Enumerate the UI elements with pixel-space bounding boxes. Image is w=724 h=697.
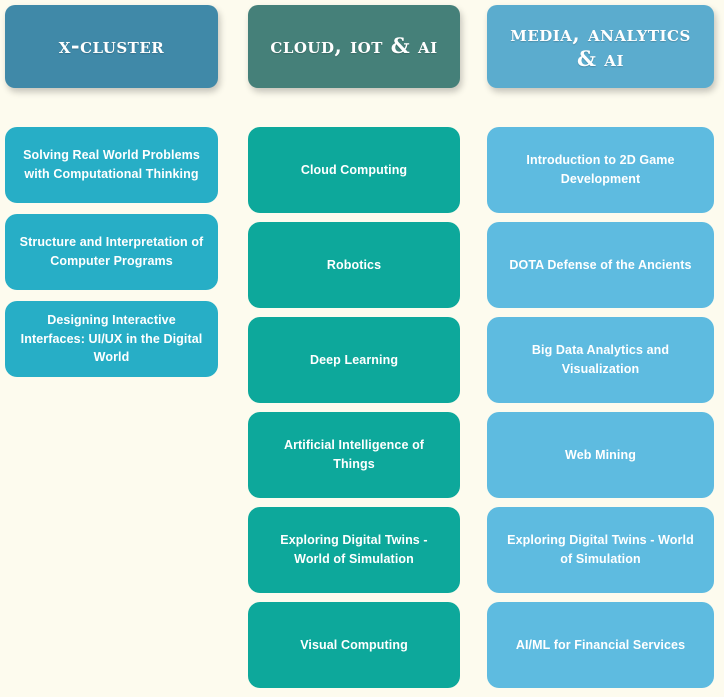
course-card[interactable]: Robotics — [248, 222, 460, 308]
course-card-label: Deep Learning — [309, 352, 399, 367]
course-card[interactable]: Artificial Intelligence of Things — [248, 412, 460, 498]
cluster-column-media-analytics-ai: Media, Analytics & AI Introduction to 2D… — [487, 5, 714, 697]
cluster-column-x-cluster: X-Cluster Solving Real World Problems wi… — [5, 5, 218, 388]
column-header-media-analytics-ai[interactable]: Media, Analytics & AI — [487, 5, 714, 88]
course-card-label: Designing Interactive Interfaces: UI/UX … — [20, 312, 203, 365]
course-card[interactable]: Visual Computing — [248, 602, 460, 688]
cluster-board: X-Cluster Solving Real World Problems wi… — [5, 5, 714, 688]
column-header-cloud-iot-ai[interactable]: Cloud, IoT & AI — [248, 5, 460, 88]
course-card[interactable]: Cloud Computing — [248, 127, 460, 213]
course-card-label: Introduction to 2D Game Development — [526, 153, 675, 186]
course-card[interactable]: AI/ML for Financial Services — [487, 602, 714, 688]
course-card[interactable]: Web Mining — [487, 412, 714, 498]
card-list-x-cluster: Solving Real World Problems with Computa… — [5, 127, 218, 388]
course-card-label: DOTA Defense of the Ancients — [509, 257, 692, 272]
course-card[interactable]: Designing Interactive Interfaces: UI/UX … — [5, 301, 218, 377]
course-card-label: Cloud Computing — [300, 162, 408, 177]
course-card[interactable]: Exploring Digital Twins - World of Simul… — [487, 507, 714, 593]
cluster-column-cloud-iot-ai: Cloud, IoT & AI Cloud Computing Robotics… — [248, 5, 460, 697]
course-card[interactable]: Structure and Interpretation of Computer… — [5, 214, 218, 290]
card-list-cloud-iot-ai: Cloud Computing Robotics Deep Learning A… — [248, 127, 460, 697]
course-card[interactable]: Exploring Digital Twins - World of Simul… — [248, 507, 460, 593]
course-card[interactable]: Deep Learning — [248, 317, 460, 403]
course-card-label: AI/ML for Financial Services — [515, 637, 686, 652]
course-card[interactable]: Big Data Analytics and Visualization — [487, 317, 714, 403]
column-header-x-cluster[interactable]: X-Cluster — [5, 5, 218, 88]
course-card[interactable]: DOTA Defense of the Ancients — [487, 222, 714, 308]
course-card-label: Visual Computing — [300, 637, 408, 652]
course-card-label: Solving Real World Problems with Computa… — [23, 148, 200, 181]
course-card-label: Exploring Digital Twins - World of Simul… — [280, 533, 428, 566]
course-card-label: Web Mining — [565, 447, 636, 462]
course-card[interactable]: Introduction to 2D Game Development — [487, 127, 714, 213]
course-card-label: Artificial Intelligence of Things — [283, 438, 425, 471]
course-card-label: Exploring Digital Twins - World of Simul… — [507, 533, 694, 566]
course-card[interactable]: Solving Real World Problems with Computa… — [5, 127, 218, 203]
course-card-label: Robotics — [326, 257, 382, 272]
card-list-media-analytics-ai: Introduction to 2D Game Development DOTA… — [487, 127, 714, 697]
course-card-label: Structure and Interpretation of Computer… — [19, 235, 204, 268]
course-card-label: Big Data Analytics and Visualization — [531, 343, 670, 376]
